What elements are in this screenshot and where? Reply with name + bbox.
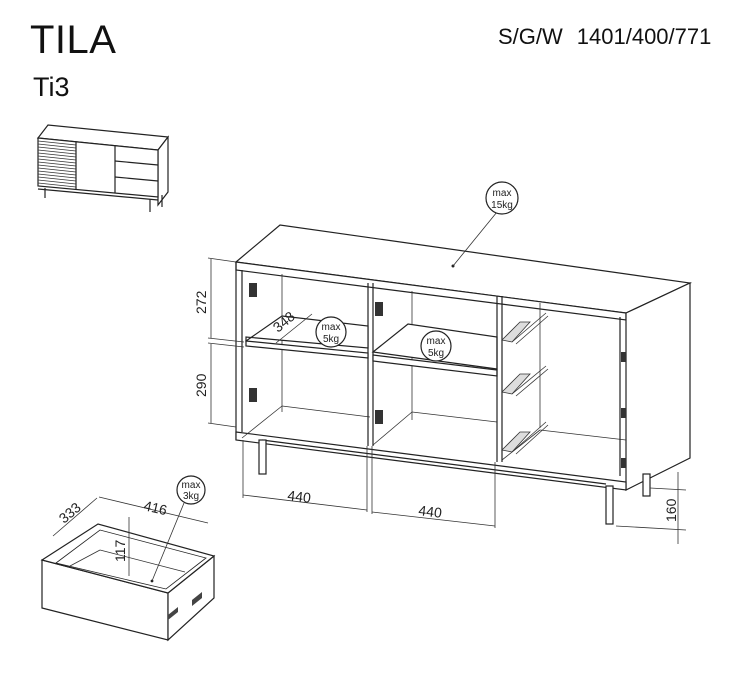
svg-text:5kg: 5kg: [428, 348, 444, 359]
overall-dimensions: S/G/W 1401/400/771: [498, 24, 725, 50]
svg-text:440: 440: [418, 502, 443, 521]
product-name: TILA: [30, 18, 117, 62]
svg-text:max: max: [322, 322, 341, 333]
drawer-runners: [501, 312, 549, 455]
svg-text:max: max: [493, 188, 512, 199]
leg-height-dimension: 160: [615, 472, 687, 544]
svg-text:15kg: 15kg: [491, 200, 513, 211]
height-dimensions: 272 290: [193, 257, 245, 428]
shelf-load-badge-left: max 5kg: [315, 316, 347, 348]
svg-text:max: max: [182, 480, 201, 491]
svg-text:160: 160: [663, 498, 679, 522]
dimension-label: S/G/W: [498, 24, 563, 49]
svg-text:440: 440: [287, 487, 312, 506]
model-code: Ti3: [33, 72, 70, 102]
svg-text:416: 416: [142, 497, 169, 518]
sideboard-thumbnail: [36, 124, 170, 212]
width-dimensions: 440 440: [242, 440, 496, 528]
svg-text:117: 117: [112, 539, 128, 562]
dimension-values: 1401/400/771: [576, 24, 712, 49]
svg-text:5kg: 5kg: [323, 334, 339, 345]
shelf-load-badge-middle: max 5kg: [420, 330, 452, 362]
svg-text:272: 272: [193, 290, 209, 314]
hinges: [249, 283, 626, 468]
drawer-load-badge: max 3kg: [176, 475, 206, 505]
svg-text:3kg: 3kg: [183, 491, 199, 502]
sideboard-main: [234, 211, 693, 525]
top-load-badge: max 15kg: [485, 181, 519, 215]
svg-text:290: 290: [193, 373, 209, 397]
svg-text:333: 333: [56, 499, 84, 526]
svg-text:max: max: [427, 336, 446, 347]
drawer-drawing: 333 416 117 max 3kg: [40, 475, 216, 642]
